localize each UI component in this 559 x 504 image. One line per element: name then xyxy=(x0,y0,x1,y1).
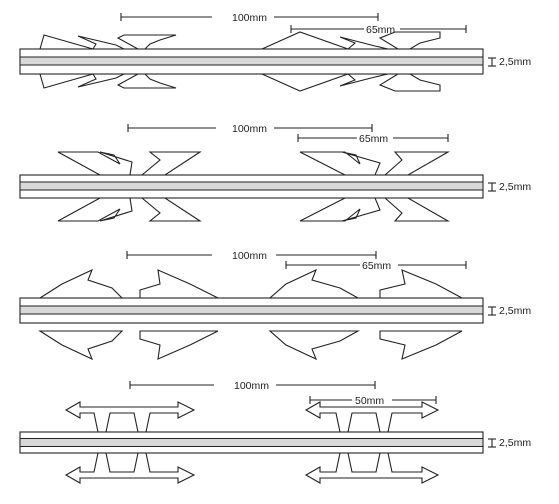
barb-cluster-right xyxy=(261,31,441,92)
barb-cluster-left xyxy=(39,34,177,89)
pitch-label: 100mm xyxy=(234,380,269,392)
pitch-dimension: 100mm xyxy=(120,12,379,24)
thickness-dimension: 2,5mm xyxy=(488,305,531,317)
steel-tape xyxy=(19,431,484,454)
barb-dimension: 65mm xyxy=(285,260,467,272)
barb-length-label: 65mm xyxy=(359,133,388,145)
pitch-label: 100mm xyxy=(232,12,267,24)
barb-length-label: 65mm xyxy=(362,260,391,272)
pitch-dimension: 100mm xyxy=(129,380,376,392)
barb-cluster-left xyxy=(38,268,219,361)
pitch-dimension: 100mm xyxy=(126,250,377,262)
thickness-label: 2,5mm xyxy=(499,181,531,193)
steel-tape xyxy=(19,174,484,199)
thickness-label: 2,5mm xyxy=(499,437,531,449)
thickness-dimension: 2,5mm xyxy=(488,437,531,449)
tape-type-2-drawing: 100mm 65mm xyxy=(19,123,531,222)
barb-length-label: 50mm xyxy=(355,395,384,407)
barb-dimension: 65mm xyxy=(297,133,449,145)
thickness-dimension: 2,5mm xyxy=(488,56,531,68)
barb-cluster-right xyxy=(299,151,451,222)
barb-length-label: 65mm xyxy=(366,24,395,36)
thickness-dimension: 2,5mm xyxy=(488,181,531,193)
tape-type-4-drawing: 100mm 50mm 2,5mm xyxy=(19,380,531,484)
pitch-dimension: 100mm xyxy=(127,123,373,135)
barb-dimension: 65mm xyxy=(290,24,467,36)
barb-cluster-left xyxy=(57,151,202,222)
tape-type-3-drawing: 100mm 65mm xyxy=(19,250,531,361)
steel-tape xyxy=(19,297,484,324)
thickness-label: 2,5mm xyxy=(499,305,531,317)
barb-dimension: 50mm xyxy=(309,395,437,407)
pitch-label: 100mm xyxy=(232,250,267,262)
steel-tape xyxy=(19,48,484,75)
pitch-label: 100mm xyxy=(232,123,267,135)
tape-type-1-drawing: 100mm 65mm xyxy=(19,12,531,92)
thickness-label: 2,5mm xyxy=(499,56,531,68)
